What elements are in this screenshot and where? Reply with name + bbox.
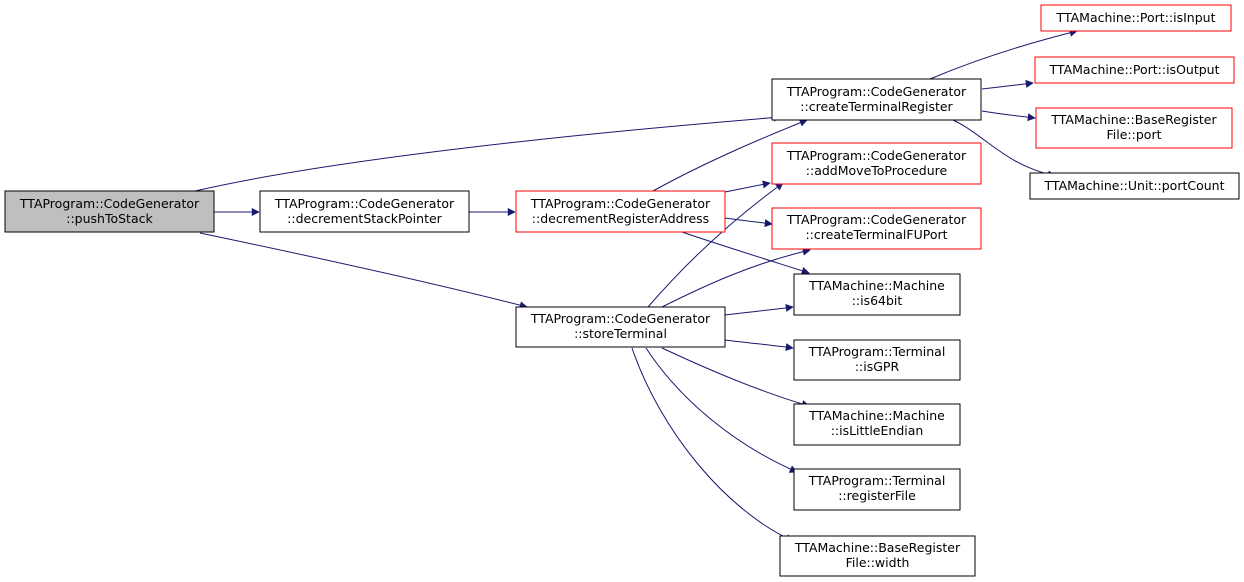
edge-storeterminal-createterminalfuport — [661, 247, 811, 308]
node-register-file-line2: ::registerFile — [838, 488, 916, 503]
edge-createterminalregister-baseregisterfileport — [981, 110, 1036, 122]
node-is-little-endian[interactable]: TTAMachine::Machine ::isLittleEndian — [793, 403, 961, 446]
node-push-to-stack-line2: ::pushToStack — [66, 211, 153, 226]
edge-storeterminal-isgpr — [724, 339, 794, 351]
node-is-gpr-line2: ::isGPR — [855, 359, 900, 374]
node-base-register-file-width-line2: File::width — [846, 555, 910, 570]
edge-createterminalregister-portisinput — [929, 28, 1078, 80]
node-create-terminal-register[interactable]: TTAProgram::CodeGenerator ::createTermin… — [771, 78, 982, 121]
node-decrement-register-address[interactable]: TTAProgram::CodeGenerator ::decrementReg… — [515, 190, 726, 233]
edge-decrementregisteraddress-is64bit — [681, 231, 810, 275]
edge-pushtostack-storeterminal — [199, 232, 528, 310]
node-unit-port-count-line1: TTAMachine::Unit::portCount — [1044, 178, 1225, 193]
node-unit-port-count[interactable]: TTAMachine::Unit::portCount — [1029, 172, 1240, 200]
node-create-terminal-fu-port-line2: ::createTerminalFUPort — [805, 227, 947, 242]
node-decrement-stack-pointer-line1: TTAProgram::CodeGenerator — [274, 196, 455, 211]
node-decrement-stack-pointer[interactable]: TTAProgram::CodeGenerator ::decrementSta… — [259, 190, 470, 233]
node-is-64bit-line2: ::is64bit — [852, 293, 903, 308]
node-register-file-line1: TTAProgram::Terminal — [808, 473, 946, 488]
node-is-gpr[interactable]: TTAProgram::Terminal ::isGPR — [793, 339, 961, 381]
node-push-to-stack[interactable]: TTAProgram::CodeGenerator ::pushToStack — [4, 190, 215, 233]
node-is-little-endian-line1: TTAMachine::Machine — [808, 408, 945, 423]
node-add-move-to-procedure-line1: TTAProgram::CodeGenerator — [786, 148, 967, 163]
node-create-terminal-register-line1: TTAProgram::CodeGenerator — [786, 84, 967, 99]
node-push-to-stack-line1: TTAProgram::CodeGenerator — [19, 196, 200, 211]
node-port-is-output[interactable]: TTAMachine::Port::isOutput — [1034, 56, 1235, 84]
node-is-gpr-line1: TTAProgram::Terminal — [808, 344, 946, 359]
node-base-register-file-port-line1: TTAMachine::BaseRegister — [1050, 112, 1217, 127]
node-is-64bit-line1: TTAMachine::Machine — [808, 278, 945, 293]
edge-storeterminal-is64bit — [724, 304, 794, 316]
node-decrement-register-address-line2: ::decrementRegisterAddress — [532, 211, 709, 226]
node-base-register-file-width-line1: TTAMachine::BaseRegister — [794, 540, 961, 555]
node-port-is-output-line1: TTAMachine::Port::isOutput — [1049, 62, 1220, 77]
edge-createterminalregister-unitportcount — [952, 119, 1056, 179]
node-add-move-to-procedure[interactable]: TTAProgram::CodeGenerator ::addMoveToPro… — [771, 142, 982, 185]
node-create-terminal-register-line2: ::createTerminalRegister — [800, 99, 953, 114]
edge-storeterminal-addmovetoprocedure — [647, 182, 784, 308]
node-base-register-file-port-line2: File::port — [1107, 127, 1162, 142]
node-base-register-file-port[interactable]: TTAMachine::BaseRegister File::port — [1035, 107, 1233, 149]
node-port-is-input[interactable]: TTAMachine::Port::isInput — [1040, 4, 1232, 32]
edge-storeterminal-islittleendian — [661, 347, 810, 408]
node-store-terminal[interactable]: TTAProgram::CodeGenerator ::storeTermina… — [515, 306, 726, 348]
edges — [194, 28, 1078, 542]
edge-storeterminal-registerfile — [645, 347, 798, 473]
node-decrement-stack-pointer-line2: ::decrementStackPointer — [287, 211, 442, 226]
node-add-move-to-procedure-line2: ::addMoveToProcedure — [806, 163, 948, 178]
node-register-file[interactable]: TTAProgram::Terminal ::registerFile — [793, 468, 961, 511]
node-is-little-endian-line2: ::isLittleEndian — [831, 423, 924, 438]
edge-createterminalregister-portisoutput — [981, 79, 1034, 90]
edge-storeterminal-baseregisterfilewidth — [631, 347, 794, 542]
node-is-64bit[interactable]: TTAMachine::Machine ::is64bit — [793, 273, 961, 316]
node-store-terminal-line1: TTAProgram::CodeGenerator — [530, 311, 711, 326]
edge-decrementregisteraddress-createterminalregister — [652, 118, 808, 192]
node-store-terminal-line2: ::storeTerminal — [574, 326, 667, 341]
edge-decrementregisteraddress-createterminalfuport — [724, 217, 773, 228]
node-port-is-input-line1: TTAMachine::Port::isInput — [1056, 10, 1216, 25]
node-create-terminal-fu-port[interactable]: TTAProgram::CodeGenerator ::createTermin… — [771, 207, 982, 250]
node-base-register-file-width[interactable]: TTAMachine::BaseRegister File::width — [779, 535, 976, 577]
node-create-terminal-fu-port-line1: TTAProgram::CodeGenerator — [786, 212, 967, 227]
node-decrement-register-address-line1: TTAProgram::CodeGenerator — [530, 196, 711, 211]
edge-pushtostack-createterminalregister — [194, 113, 782, 192]
edge-decrementregisteraddress-addmovetoprocedure — [724, 180, 771, 193]
